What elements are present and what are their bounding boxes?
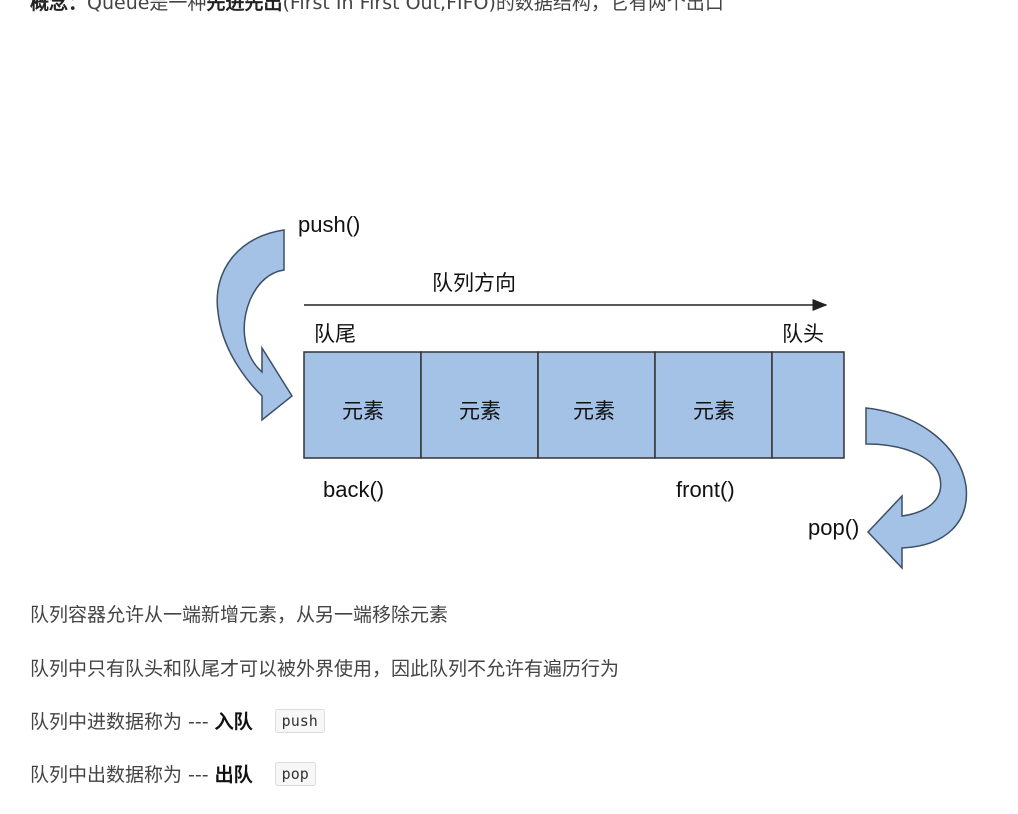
back-label: back() <box>323 477 384 502</box>
cell-label: 元素 <box>573 400 615 423</box>
tail-label: 队尾 <box>314 323 356 346</box>
queue-cell <box>420 351 539 459</box>
intro-text-before: Queue是一种 <box>87 0 207 14</box>
front-label: front() <box>676 477 735 502</box>
paragraph-text: 队列中出数据称为 --- <box>30 764 215 786</box>
paragraph-dequeue: 队列中出数据称为 --- 出队 pop <box>30 761 316 788</box>
intro-emphasis: 先进先出 <box>206 0 283 14</box>
direction-label: 队列方向 <box>432 272 516 295</box>
push-code: push <box>274 708 325 733</box>
cell-label: 元素 <box>342 400 384 423</box>
dequeue-term: 出队 <box>214 764 253 786</box>
pop-curved-arrow-icon <box>865 407 968 570</box>
paragraph-text: 队列中进数据称为 --- <box>30 711 215 733</box>
pop-code: pop <box>274 761 316 786</box>
queue-cell <box>537 351 656 459</box>
cell-label: 元素 <box>693 400 735 423</box>
paragraph-1: 队列容器允许从一端新增元素，从另一端移除元素 <box>30 602 448 628</box>
push-label: push() <box>298 212 360 237</box>
queue-cell <box>771 351 845 459</box>
paragraph-text: 队列中只有队头和队尾才可以被外界使用，因此队列不允许有遍历行为 <box>30 658 620 680</box>
paragraph-2: 队列中只有队头和队尾才可以被外界使用，因此队列不允许有遍历行为 <box>30 656 619 682</box>
intro-text-after: (First In First Out,FIFO)的数据结构，它有两个出口 <box>282 0 724 14</box>
pop-label: pop() <box>808 515 859 540</box>
intro-prefix: 概念： <box>30 0 88 14</box>
push-curved-arrow-icon <box>216 229 293 422</box>
cell-label: 元素 <box>459 400 501 423</box>
paragraph-enqueue: 队列中进数据称为 --- 入队 push <box>30 708 325 735</box>
intro-line: 概念：Queue是一种先进先出(First In First Out,FIFO)… <box>30 0 724 15</box>
paragraph-text: 队列容器允许从一端新增元素，从另一端移除元素 <box>30 604 449 626</box>
enqueue-term: 入队 <box>214 711 253 733</box>
head-label: 队头 <box>782 323 824 346</box>
queue-cells <box>303 351 845 459</box>
queue-cell <box>654 351 773 459</box>
